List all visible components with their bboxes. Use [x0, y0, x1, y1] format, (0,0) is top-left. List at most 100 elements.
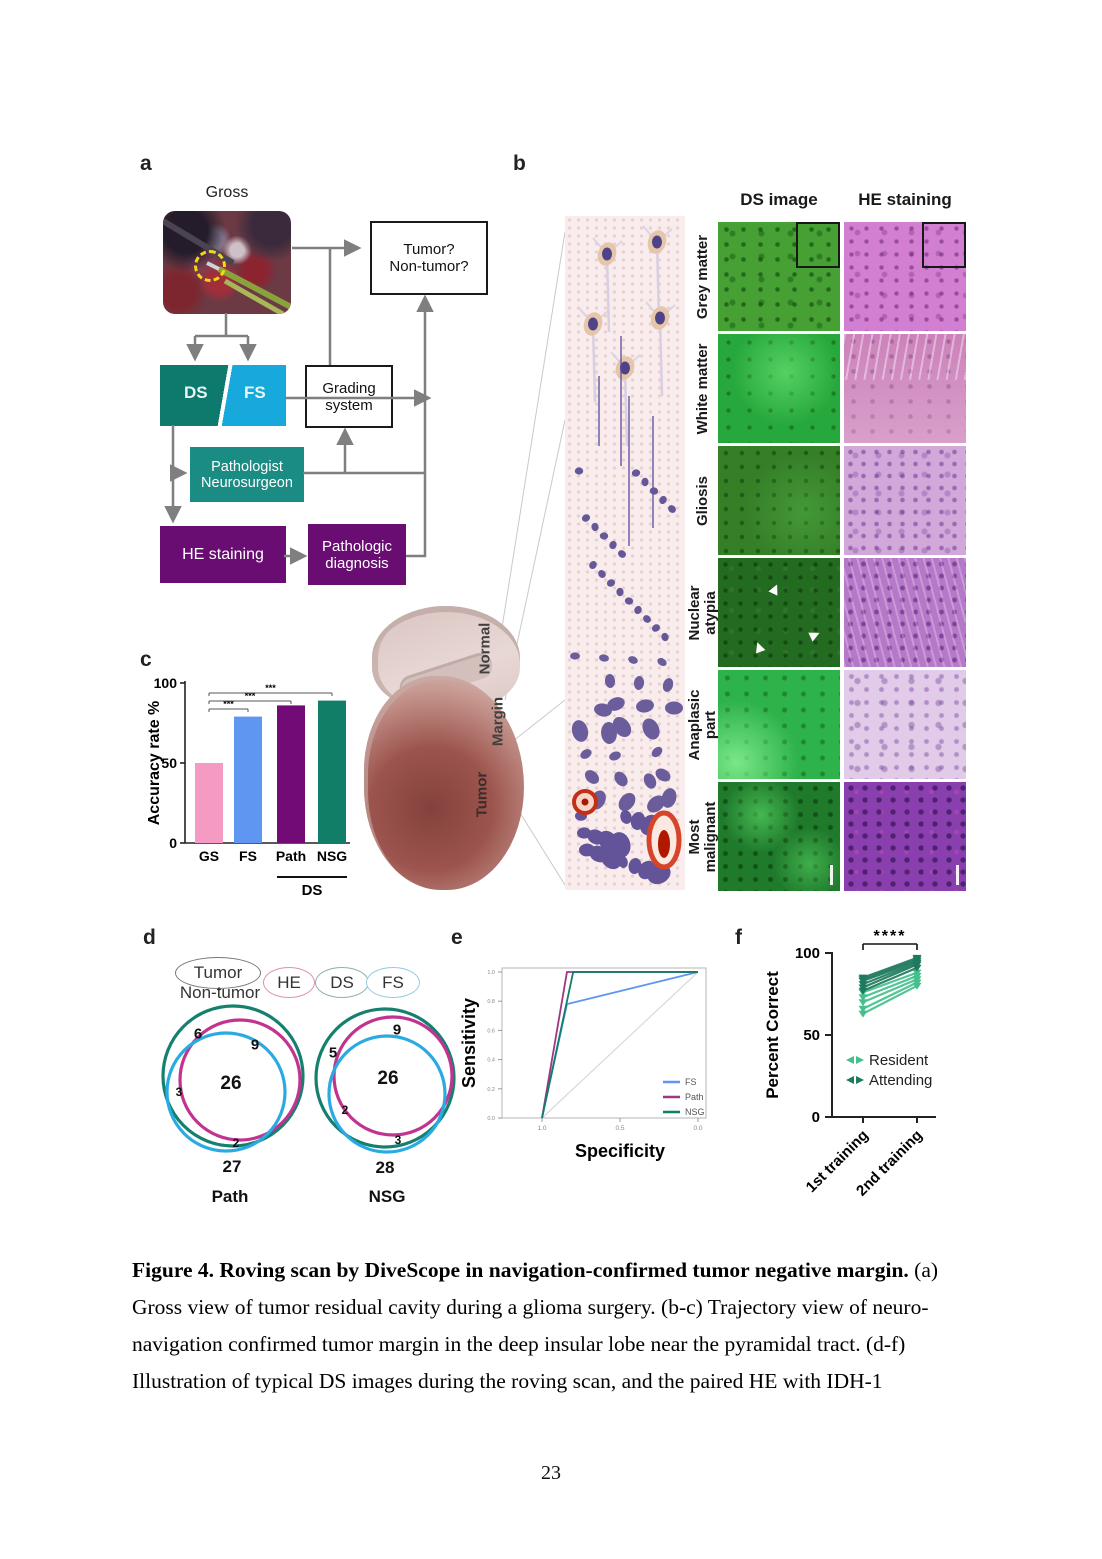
circle-mark [581, 798, 589, 806]
venn-path-count-bottom: 2 [232, 1136, 240, 1150]
e-legend-label: FS [685, 1077, 697, 1087]
ellipse-mark [577, 827, 591, 839]
c-group-label: DS [302, 882, 323, 899]
he-staining-box: HE staining [160, 526, 286, 583]
line-mark [658, 317, 664, 397]
ellipse-mark [651, 746, 663, 758]
f-legend-label: Attending [869, 1072, 932, 1089]
ellipse-mark [658, 830, 670, 858]
ds-micrograph-most-malignant [718, 782, 840, 891]
ellipse-mark [634, 605, 642, 615]
f-subject-line-Attending [862, 956, 918, 979]
legend-ds-ellipse: DS [315, 967, 369, 998]
c-xtick-label: GS [199, 848, 219, 864]
gross-label: Gross [205, 184, 249, 201]
e-ylabel: Sensitivity [459, 998, 479, 1088]
tissue-cells-illustration [570, 225, 683, 885]
ellipse-mark [589, 560, 597, 570]
e-reference-line [541, 971, 699, 1119]
he-micrograph-gliosis [844, 446, 966, 555]
c-significance-label: *** [245, 691, 256, 701]
inset-box [796, 222, 840, 268]
ellipse-mark [652, 235, 662, 249]
line-mark [623, 367, 629, 447]
ds-micrograph-white-matter [718, 334, 840, 443]
ellipse-mark [571, 720, 589, 742]
arrowhead-marker [752, 640, 766, 654]
brain-strip-connector-lines [499, 231, 566, 886]
trajectory-tissue-strip [565, 216, 685, 890]
caption-line-2: Gross view of tumor residual cavity duri… [132, 1295, 929, 1319]
venn-nsg-count-magenta: 9 [392, 1021, 402, 1039]
f-subject-line-Resident [862, 974, 918, 999]
ellipse-mark [614, 771, 628, 787]
ellipse-mark [641, 477, 649, 487]
f-significance-label: **** [874, 930, 907, 945]
panel-e-label: e [451, 926, 463, 949]
c-bar-NSG [318, 700, 346, 843]
c-bar-FS [234, 716, 262, 843]
panel-f-label: f [735, 926, 742, 949]
caption-rest: (a) [908, 1258, 939, 1282]
f-data-marker [858, 999, 868, 1007]
venn-path-count-outside: 27 [222, 1157, 242, 1176]
brain-tumor-lobe [364, 676, 524, 890]
he-micrograph-nuclear-atypia [844, 558, 966, 667]
caption-bold: Figure 4. Roving scan by DiveScope in na… [132, 1258, 909, 1282]
legend-tumor-ellipse: Tumor [175, 957, 261, 989]
f-ytick-label: 50 [803, 1027, 820, 1044]
ellipse-mark [594, 703, 612, 717]
he-micrograph-most-malignant [844, 782, 966, 891]
ellipse-mark [580, 749, 592, 759]
ds-image-column-header: DS image [740, 190, 818, 209]
he-micrograph-anaplasic-part [844, 670, 966, 779]
f-data-marker [858, 1005, 868, 1013]
f-data-marker [912, 969, 922, 977]
f-legend-marker [856, 1056, 864, 1064]
f-subject-line-Resident [862, 984, 918, 1015]
pathologic-diagnosis-box: Pathologic diagnosis [308, 524, 406, 585]
ellipse-mark [607, 697, 625, 711]
venn-path-count-center: 26 [220, 1073, 242, 1094]
e-xtick-label: 1.0 [537, 1125, 546, 1132]
venn-path-count-left: 3 [175, 1085, 183, 1099]
f-subject-line-Resident [862, 981, 918, 1010]
e-series-NSG [541, 971, 698, 1119]
ellipse-mark [609, 751, 621, 761]
ellipse-mark [636, 699, 654, 713]
ds-micrograph-grey-matter [718, 222, 840, 331]
ds-micrograph-gliosis [718, 446, 840, 555]
c-ytick-label: 0 [169, 835, 177, 851]
c-ytick-label: 50 [161, 755, 177, 771]
ellipse-mark [609, 540, 617, 550]
c-significance-label: *** [265, 683, 276, 693]
ds-fs-box: DS FS [160, 365, 286, 426]
legend-tumor-label: Tumor [193, 963, 243, 982]
brain-label-tumor: Tumor [473, 771, 491, 818]
brain-label-normal: Normal [476, 622, 494, 675]
venn-nsg-title: NSG [368, 1187, 406, 1206]
panel-c-label: c [140, 648, 152, 671]
e-ytick-label: 1.0 [487, 970, 495, 976]
pathologist-neurosurgeon-box: Pathologist Neurosurgeon [190, 447, 304, 502]
ellipse-mark [647, 795, 665, 813]
ellipse-mark [579, 843, 595, 857]
legend-he-ellipse: HE [263, 967, 315, 998]
ellipse-mark [657, 657, 667, 667]
ellipse-mark [655, 311, 665, 325]
c-ytick-label: 100 [154, 675, 178, 691]
panel-d-label: d [143, 926, 156, 949]
f-legend-marker [856, 1076, 864, 1084]
ellipse-mark [581, 514, 591, 522]
f-subject-line-Resident [862, 978, 918, 1004]
caption-line-4: Illustration of typical DS images during… [132, 1369, 883, 1393]
he-micrograph-white-matter [844, 334, 966, 443]
ellipse-mark [661, 632, 669, 642]
c-xtick-label: FS [239, 848, 257, 864]
ellipse-mark [655, 768, 671, 782]
ellipse-mark [665, 701, 683, 715]
ellipse-mark [570, 652, 580, 660]
c-ylabel: Accuracy rate % [146, 701, 163, 826]
